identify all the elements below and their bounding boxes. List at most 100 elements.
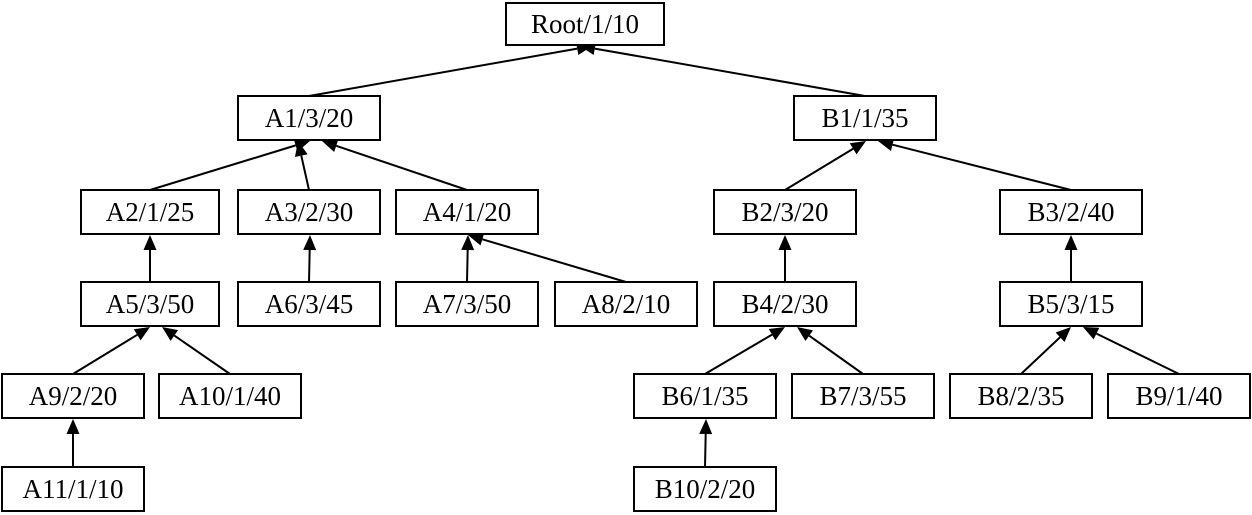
node-b9: B9/1/40 bbox=[1107, 373, 1251, 419]
node-box bbox=[1107, 373, 1251, 419]
node-box bbox=[395, 189, 539, 235]
node-box bbox=[158, 373, 302, 419]
node-box bbox=[999, 281, 1143, 327]
node-label: B3/2/40 bbox=[1027, 197, 1114, 227]
node-box bbox=[999, 189, 1143, 235]
node-b4: B4/2/30 bbox=[713, 281, 857, 327]
node-box bbox=[554, 281, 698, 327]
arrowhead-icon bbox=[797, 327, 813, 341]
arrowhead-icon bbox=[699, 419, 713, 435]
node-a2: A2/1/25 bbox=[80, 189, 220, 235]
arrowhead-icon bbox=[162, 327, 179, 341]
node-a8: A8/2/10 bbox=[554, 281, 698, 327]
node-a7: A7/3/50 bbox=[395, 281, 539, 327]
arrowhead-icon bbox=[1064, 235, 1078, 250]
node-label: B8/2/35 bbox=[977, 381, 1064, 411]
node-box bbox=[395, 281, 539, 327]
node-label: A8/2/10 bbox=[582, 289, 671, 319]
node-label: B6/1/35 bbox=[661, 381, 748, 411]
node-a4: A4/1/20 bbox=[395, 189, 539, 235]
arrowhead-icon bbox=[303, 235, 317, 251]
node-label: B9/1/40 bbox=[1135, 381, 1222, 411]
edge-a4-to-a1 bbox=[335, 144, 468, 191]
node-label: A10/1/40 bbox=[179, 381, 281, 411]
arrowhead-icon bbox=[849, 141, 866, 155]
edge-b10-to-b6 bbox=[704, 433, 707, 468]
edges-layer bbox=[66, 42, 1180, 468]
node-b7: B7/3/55 bbox=[791, 373, 935, 419]
edge-b7-to-b4 bbox=[808, 334, 864, 375]
edge-b6-to-b4 bbox=[704, 333, 773, 375]
arrowhead-icon bbox=[66, 419, 80, 434]
edge-a10-to-a5 bbox=[173, 334, 231, 375]
edge-a1-to-root bbox=[308, 47, 578, 97]
node-label: A3/2/30 bbox=[265, 197, 354, 227]
arrowhead-icon bbox=[143, 235, 157, 250]
node-label: A1/3/20 bbox=[265, 103, 354, 133]
node-a9: A9/2/20 bbox=[1, 373, 145, 419]
node-label: A2/1/25 bbox=[106, 197, 195, 227]
node-label: B2/3/20 bbox=[741, 197, 828, 227]
node-label: A7/3/50 bbox=[423, 289, 512, 319]
node-box bbox=[633, 466, 777, 512]
arrowhead-icon bbox=[878, 138, 895, 151]
node-label: A6/3/45 bbox=[265, 289, 354, 319]
node-b2: B2/3/20 bbox=[713, 189, 857, 235]
node-b1: B1/1/35 bbox=[793, 95, 937, 141]
edge-a3-to-a1 bbox=[300, 155, 310, 191]
node-b3: B3/2/40 bbox=[999, 189, 1143, 235]
node-box bbox=[791, 373, 935, 419]
node-label: B4/2/30 bbox=[741, 289, 828, 319]
edge-b3-to-b1 bbox=[892, 143, 1072, 191]
node-b8: B8/2/35 bbox=[949, 373, 1093, 419]
node-box bbox=[505, 2, 665, 46]
edge-a7-to-a4 bbox=[466, 249, 469, 283]
arrowhead-icon bbox=[322, 139, 339, 152]
node-label: A9/2/20 bbox=[29, 381, 118, 411]
node-label: B5/3/15 bbox=[1027, 289, 1114, 319]
node-box bbox=[237, 189, 381, 235]
arrowhead-icon bbox=[294, 141, 308, 158]
node-label: A4/1/20 bbox=[423, 197, 512, 227]
node-a11: A11/1/10 bbox=[1, 466, 145, 512]
arrowhead-icon bbox=[768, 327, 785, 341]
node-box bbox=[1, 373, 145, 419]
edge-b2-to-b1 bbox=[784, 147, 854, 191]
node-box bbox=[949, 373, 1093, 419]
node-box bbox=[633, 373, 777, 419]
node-a1: A1/3/20 bbox=[237, 95, 381, 141]
arrowhead-icon bbox=[1055, 327, 1071, 343]
arrowhead-icon bbox=[468, 233, 485, 246]
node-label: B10/2/20 bbox=[655, 474, 756, 504]
arrowhead-icon bbox=[778, 235, 792, 250]
node-box bbox=[80, 189, 220, 235]
node-box bbox=[713, 281, 857, 327]
node-box bbox=[237, 281, 381, 327]
edge-b9-to-b5 bbox=[1096, 332, 1180, 375]
edge-a8-to-a4 bbox=[482, 238, 627, 283]
edge-b1-to-root bbox=[594, 47, 866, 97]
node-box bbox=[1, 466, 145, 512]
node-b10: B10/2/20 bbox=[633, 466, 777, 512]
edge-b8-to-b5 bbox=[1020, 336, 1061, 375]
node-label: A11/1/10 bbox=[23, 474, 124, 504]
edge-a6-to-a3 bbox=[308, 249, 311, 283]
arrowhead-icon bbox=[133, 327, 150, 341]
edge-a9-to-a5 bbox=[72, 333, 138, 375]
node-label: B7/3/55 bbox=[819, 381, 906, 411]
node-box bbox=[80, 281, 220, 327]
node-box bbox=[793, 95, 937, 141]
node-label: A5/3/50 bbox=[106, 289, 195, 319]
edge-a2-to-a1 bbox=[149, 144, 296, 191]
node-label: B1/1/35 bbox=[821, 103, 908, 133]
arrowhead-icon bbox=[1083, 327, 1100, 340]
node-box bbox=[237, 95, 381, 141]
node-b6: B6/1/35 bbox=[633, 373, 777, 419]
node-a3: A3/2/30 bbox=[237, 189, 381, 235]
node-root: Root/1/10 bbox=[505, 2, 665, 46]
node-a10: A10/1/40 bbox=[158, 373, 302, 419]
node-label: Root/1/10 bbox=[531, 9, 639, 39]
node-a6: A6/3/45 bbox=[237, 281, 381, 327]
